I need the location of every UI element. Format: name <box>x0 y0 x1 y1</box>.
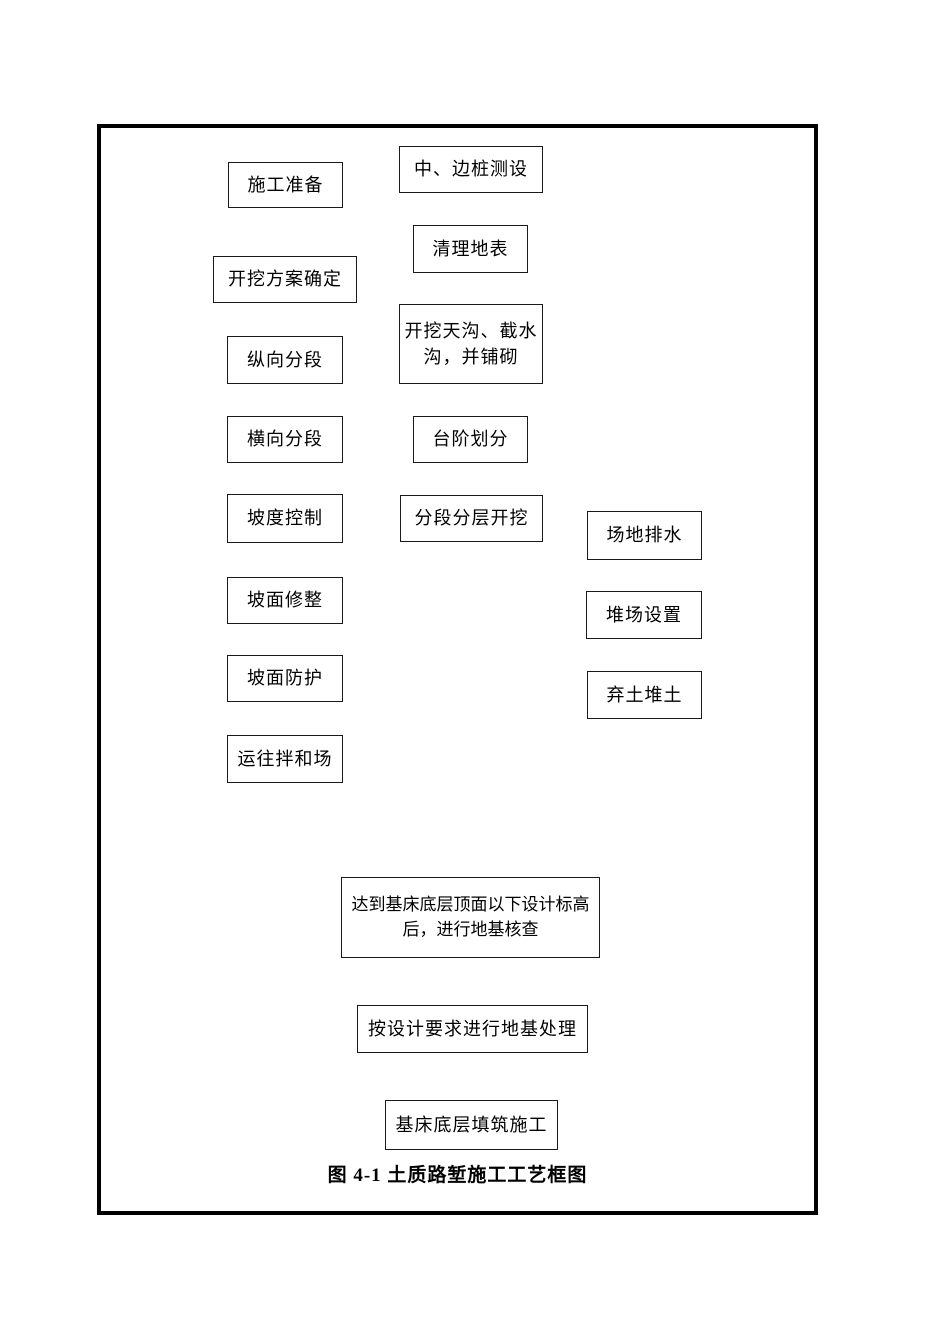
node-subgrade-elevation-check: 达到基床底层顶面以下设计标高后，进行地基核查 <box>341 877 600 958</box>
node-spoil-piling: 弃土堆土 <box>587 671 702 719</box>
node-excavation-plan-confirmation: 开挖方案确定 <box>213 256 357 303</box>
node-site-drainage: 场地排水 <box>587 511 702 560</box>
node-foundation-treatment: 按设计要求进行地基处理 <box>357 1005 588 1053</box>
node-center-edge-stake-survey: 中、边桩测设 <box>399 146 543 193</box>
node-clear-ground-surface: 清理地表 <box>413 225 528 273</box>
node-slope-protection: 坡面防护 <box>227 655 343 702</box>
node-subgrade-bottom-layer-filling: 基床底层填筑施工 <box>385 1100 558 1150</box>
figure-caption: 图 4-1 土质路堑施工工艺框图 <box>327 1165 588 1186</box>
node-slope-control: 坡度控制 <box>227 494 343 543</box>
node-construction-preparation: 施工准备 <box>228 162 343 208</box>
node-slope-trimming: 坡面修整 <box>227 577 343 624</box>
node-stockyard-setup: 堆场设置 <box>586 591 702 639</box>
node-longitudinal-segmentation: 纵向分段 <box>227 336 343 384</box>
node-bench-division: 台阶划分 <box>413 416 528 463</box>
node-transverse-segmentation: 横向分段 <box>227 416 343 463</box>
node-ditch-excavation-and-paving: 开挖天沟、截水沟，并铺砌 <box>399 304 543 384</box>
node-segmented-layered-excavation: 分段分层开挖 <box>400 495 543 542</box>
node-transport-to-mixing-plant: 运往拌和场 <box>227 735 343 783</box>
